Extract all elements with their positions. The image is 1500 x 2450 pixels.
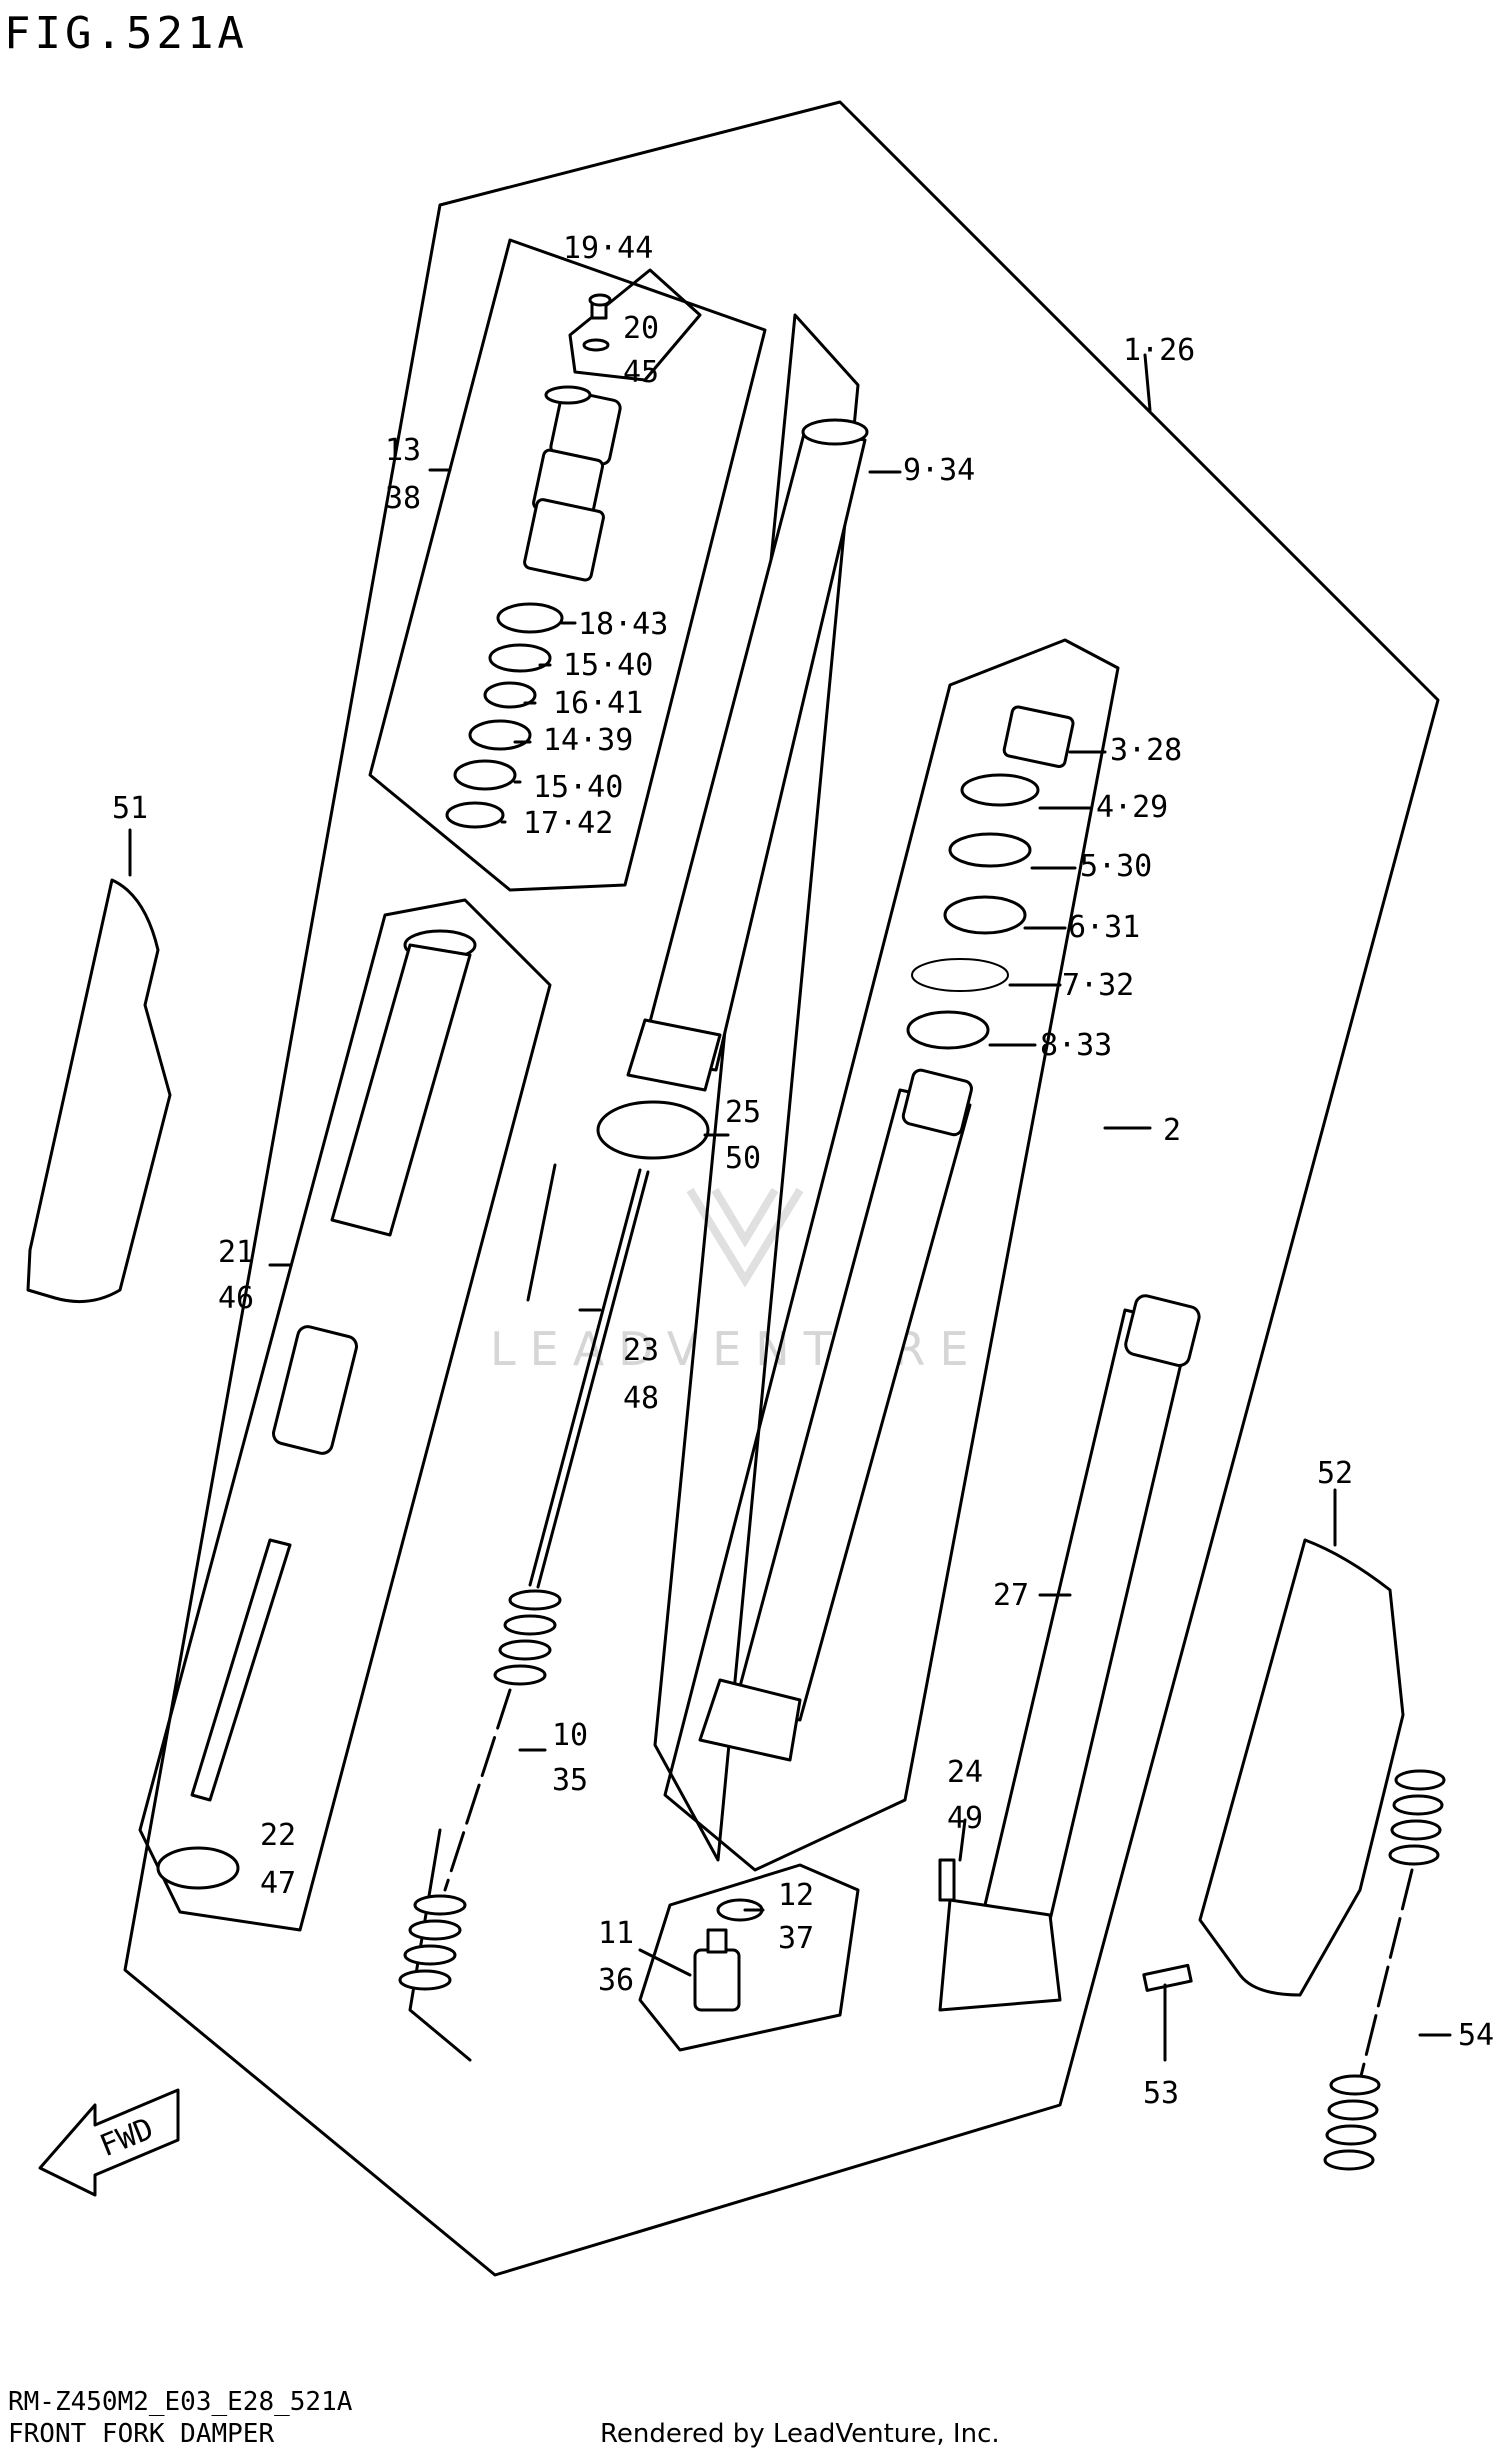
credit: Rendered by LeadVenture, Inc. <box>600 2419 1000 2449</box>
fork-spring-part <box>398 1589 562 1991</box>
callouts: 1·26 2 3·28 4·29 5·30 6·31 7·32 8·33 9·3… <box>112 231 1494 2111</box>
callout-10: 10 <box>552 1718 588 1753</box>
callout-12: 12 <box>778 1878 814 1913</box>
callout-4-29: 4·29 <box>1096 790 1168 825</box>
callout-17-42: 17·42 <box>523 806 613 841</box>
callout-51: 51 <box>112 791 148 826</box>
outer-tube-part <box>698 1068 973 1762</box>
fork-guard-left-part <box>26 878 172 1304</box>
callout-3-28: 3·28 <box>1110 733 1182 768</box>
callout-38: 38 <box>385 481 421 516</box>
valve-group-outline <box>368 238 767 892</box>
callout-46: 46 <box>218 1281 254 1316</box>
spring-group-outline <box>526 1163 557 1302</box>
callout-7-32: 7·32 <box>1062 968 1134 1003</box>
callout-54: 54 <box>1458 2018 1494 2053</box>
callout-19-44: 19·44 <box>563 231 653 266</box>
callout-48: 48 <box>623 1381 659 1416</box>
oring-22-part <box>156 1846 240 1890</box>
callout-15-40-upper: 15·40 <box>563 648 653 683</box>
callout-47: 47 <box>260 1866 296 1901</box>
axle-holder-part <box>938 1294 1201 2012</box>
callout-16-41: 16·41 <box>553 686 643 721</box>
inner-tube-part <box>626 418 869 1092</box>
callout-22: 22 <box>260 1818 296 1853</box>
callout-49: 49 <box>947 1801 983 1836</box>
base-valve-group-outline <box>638 1863 860 2052</box>
callout-45: 45 <box>623 355 659 390</box>
callout-25: 25 <box>725 1095 761 1130</box>
callout-52: 52 <box>1317 1456 1353 1491</box>
figure-title: FIG.521A <box>4 8 248 59</box>
callout-21: 21 <box>218 1235 254 1270</box>
callout-18-43: 18·43 <box>578 607 668 642</box>
valve-assembly-part <box>523 385 622 582</box>
fwd-arrow-icon: FWD <box>38 2088 180 2197</box>
callout-14-39: 14·39 <box>543 723 633 758</box>
caption: FRONT FORK DAMPER <box>8 2419 274 2449</box>
outer-tube-group-outline <box>663 638 1120 1872</box>
oring-25-part <box>596 1100 710 1160</box>
assembly-outline <box>123 100 1440 2277</box>
callout-27: 27 <box>993 1578 1029 1613</box>
base-valve-part <box>693 1898 764 2012</box>
callout-37: 37 <box>778 1921 814 1956</box>
bolt-53-part <box>1142 1963 1193 1992</box>
callout-5-30: 5·30 <box>1080 849 1152 884</box>
bolt-24-part <box>938 1858 956 1902</box>
callout-2: 2 <box>1163 1113 1181 1148</box>
callout-13: 13 <box>385 433 421 468</box>
rod-23-part <box>528 1168 642 1587</box>
callout-23: 23 <box>623 1333 659 1368</box>
fork-guard-right-part <box>1198 1538 1405 1997</box>
bleeder-group-outline <box>568 268 702 382</box>
callout-1-26: 1·26 <box>1123 333 1195 368</box>
damper-rod-part <box>190 929 477 1802</box>
callout-35: 35 <box>552 1763 588 1798</box>
callout-24: 24 <box>947 1755 983 1790</box>
spring-group-outline-lower <box>408 1828 472 2062</box>
callout-36: 36 <box>598 1963 634 1998</box>
callout-8-33: 8·33 <box>1040 1028 1112 1063</box>
leader-lines <box>128 353 1452 2062</box>
callout-53: 53 <box>1143 2076 1179 2111</box>
model-code: RM-Z450M2_E03_E28_521A <box>8 2387 353 2417</box>
callout-15-40-lower: 15·40 <box>533 770 623 805</box>
callout-20: 20 <box>623 311 659 346</box>
spring-54-part <box>1323 1769 1446 2171</box>
callout-11: 11 <box>598 1916 634 1951</box>
callout-6-31: 6·31 <box>1068 910 1140 945</box>
callout-9-34: 9·34 <box>903 453 975 488</box>
seal-stack-part <box>906 705 1075 1050</box>
callout-50: 50 <box>725 1141 761 1176</box>
bleeder-screw-part <box>582 293 612 352</box>
damper-rod-group-outline <box>138 898 552 1932</box>
